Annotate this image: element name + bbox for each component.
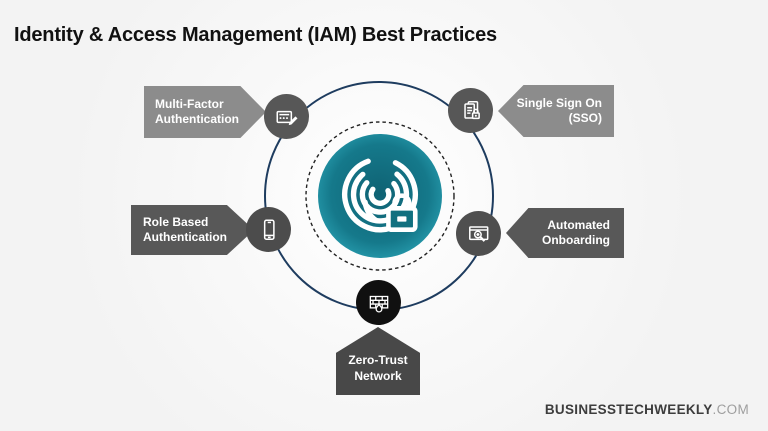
- node-label: Multi-Factor Authentication: [155, 96, 239, 126]
- node-label: Single Sign On (SSO): [516, 95, 602, 125]
- fingerprint-lock-icon: [342, 156, 418, 233]
- brand-footer: BUSINESSTECHWEEKLY.COM: [545, 402, 749, 417]
- page-title: Identity & Access Management (IAM) Best …: [14, 24, 497, 46]
- node-circle-zero-trust-network: [356, 280, 401, 325]
- node-label: Zero-Trust Network: [348, 353, 408, 383]
- node-circle-multi-factor-authentication: [264, 94, 309, 139]
- padlock-glyph: [386, 193, 418, 233]
- firewall-flame-icon: [369, 295, 388, 312]
- document-lock-icon: [463, 100, 480, 119]
- node-circle-automated-onboarding: [456, 211, 501, 256]
- node-circle-role-based-authentication: [246, 207, 291, 252]
- label-arrow-automated-onboarding: Automated Onboarding: [506, 208, 624, 258]
- label-arrow-role-based-authentication: Role Based Authentication: [131, 205, 254, 255]
- screen-magnifier-icon: [468, 225, 488, 242]
- brand-suffix: .COM: [712, 402, 749, 417]
- smartphone-icon: [263, 218, 275, 240]
- brand-name: BUSINESSTECHWEEKLY: [544, 402, 713, 417]
- central-iam-badge: [318, 134, 442, 258]
- credentials-pencil-icon: [275, 110, 298, 125]
- node-label: Automated Onboarding: [542, 217, 610, 247]
- node-circle-single-sign-on: [448, 88, 493, 133]
- label-arrow-single-sign-on: Single Sign On (SSO): [498, 85, 614, 137]
- node-label: Role Based Authentication: [143, 214, 227, 244]
- label-arrow-multi-factor-authentication: Multi-Factor Authentication: [144, 86, 266, 138]
